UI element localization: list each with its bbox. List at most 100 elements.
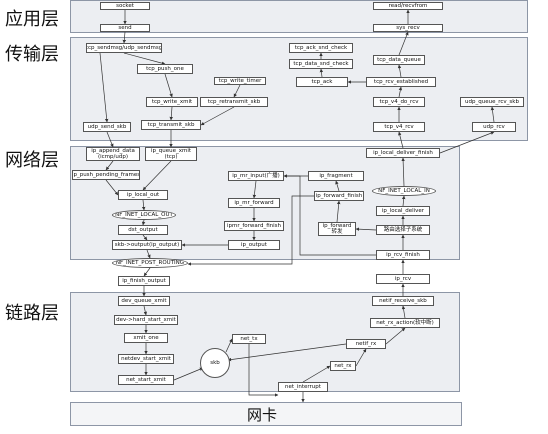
flow-arrow-54 (355, 348, 367, 367)
flow-arrow-49 (173, 367, 204, 381)
node-dst-output: dst_output (118, 225, 168, 235)
node-net-tx: net_tx (232, 334, 266, 344)
node-ip-local-out: ip_local_out (118, 190, 168, 200)
node-tcp-sendmsg: tcp_sendmsg/udp_sendmsg (86, 43, 162, 53)
node-xmit-one: xmit_one (124, 333, 168, 343)
node-socket: socket (100, 2, 150, 10)
flow-arrow-9 (99, 52, 109, 123)
node-routing-select: 路由选择子系统 (376, 225, 430, 235)
flow-arrow-3 (398, 31, 409, 56)
flow-arrow-24 (141, 199, 146, 211)
flow-arrow-30 (252, 180, 257, 199)
flow-arrow-10 (106, 131, 114, 148)
node-ip-output: ip_output (228, 240, 280, 250)
node-tcp-data-queue: tcp_data_queue (373, 55, 425, 65)
flow-arrow-56 (401, 305, 406, 319)
flow-arrow-51 (248, 344, 279, 397)
flow-arrow-41 (401, 195, 406, 207)
node-ip-fragment: ip_fragment (308, 171, 364, 181)
node-tcp-ack-snd-check: tcp_ack_snd_check (289, 43, 353, 53)
layer-transport-label: 传输层 (5, 44, 59, 65)
node-ip-append-data: ip_append_data (icmp/udp) (86, 147, 140, 161)
flow-arrow-5 (164, 73, 173, 98)
node-netif-receive-skb: netif_receive_skb (372, 296, 434, 306)
node-dev-queue-xmit: dev_queue_xmit (118, 296, 170, 306)
node-dev-hard-start-xmit: dev->hard_start_xmit (114, 315, 178, 325)
node-sys-recv: sys_recv (373, 24, 443, 32)
node-tcp-ack: tcp_ack (296, 77, 348, 87)
node-tcp-retransmit-skb: tcp_retransmit_skb (200, 97, 268, 107)
flow-arrow-34 (336, 200, 341, 223)
node-ip-finish-output: ip_finish_output (118, 276, 170, 286)
flow-arrow-27 (146, 249, 151, 259)
flow-arrow-58 (227, 343, 347, 362)
node-skb-output: skb->output(ip_output) (112, 240, 182, 250)
node-tcp-write-timer: tcp_write_timer (214, 77, 266, 85)
node-ip-forward: ip_forward 转发 (318, 222, 356, 236)
node-tcp-data-snd-check: tcp_data_snd_check (289, 59, 353, 69)
node-ip-rcv-finish: ip_rcv_finish (376, 250, 430, 260)
node-send: send (100, 24, 150, 32)
node-ip-local-deliver-finish: ip_local_deliver_finish (366, 148, 440, 158)
flow-arrow-6 (233, 84, 241, 98)
nic-label: 网卡 (247, 406, 278, 424)
node-nf-inet-local-in: NF_INET_LOCAL_IN (372, 186, 436, 196)
flow-arrow-16 (398, 86, 403, 98)
flow-arrow-22 (105, 179, 119, 196)
node-net-interrupt: net_interrupt (278, 382, 328, 392)
flow-arrow-12 (319, 68, 324, 78)
node-ip-mr-forward: ip_mr_forward (228, 198, 280, 208)
node-ip-forward-finish: ip_forward_finish (314, 191, 364, 201)
node-ip-local-deliver: ip_local_deliver (376, 206, 430, 216)
node-tcp-write-xmit: tcp_write_xmit (146, 97, 198, 107)
node-udp-rcv: udp_rcv (472, 122, 516, 132)
node-skb: skb (200, 348, 230, 378)
node-tcp-push-one: tcp_push_one (137, 64, 193, 74)
flow-arrow-1 (122, 31, 127, 44)
node-ip-push-pending-frames: ip_push_pending_frames (72, 170, 140, 180)
node-tcp-transmit-skb: tcp_transmit_skb (141, 120, 201, 130)
flow-arrow-52 (302, 365, 331, 383)
node-udp-send-skb: udp_send_skb (83, 122, 131, 132)
nic-box (70, 402, 462, 426)
flow-arrow-19 (398, 131, 404, 149)
flow-arrow-42 (401, 157, 405, 187)
flow-arrow-45 (143, 305, 148, 316)
flow-arrow-50 (225, 338, 233, 353)
node-tcp-v4-rcv: tcp_v4_rcv (373, 122, 425, 132)
flow-arrow-23 (142, 160, 172, 191)
flow-arrow-21 (105, 160, 114, 171)
node-netif-rx: netif_rx (346, 339, 386, 349)
node-netdev-start-xmit: netdev_start_xmit (118, 354, 174, 364)
layer-app-label: 应用层 (5, 9, 59, 30)
flow-arrow-18 (490, 106, 495, 123)
node-ip-rcv: ip_rcv (376, 274, 430, 284)
node-ipmr-forward-finish: ipmr_forward_finish (224, 221, 284, 231)
flow-arrow-8 (200, 106, 235, 126)
flow-arrow-25 (141, 219, 146, 226)
node-tcp-v4-do-rcv: tcp_v4_do_rcv (373, 97, 425, 107)
node-nf-inet-post-routing: NF_INET_POST_ROUTING (112, 258, 188, 268)
node-net-rx-action: net_rx_action(软中断) (370, 318, 440, 328)
flow-arrow-28 (143, 267, 151, 277)
layer-link-label: 链路层 (5, 303, 59, 324)
flow-arrow-35 (335, 180, 340, 192)
node-tcp-rcv-established: tcp_rcv_established (366, 77, 436, 87)
node-net-start-xmit: net_start_xmit (118, 375, 174, 385)
node-nf-inet-local-out: NF_INET_LOCAL_OUT (112, 210, 176, 220)
flow-arrow-4 (123, 52, 166, 65)
node-udp-queue-rcv-skb: udp_queue_rcv_skb (460, 97, 524, 107)
flow-arrow-37 (187, 195, 314, 266)
node-read-recvfrom: read/recvfrom (373, 2, 443, 10)
flow-arrow-43 (355, 227, 377, 231)
flow-arrow-15 (397, 64, 402, 78)
flow-arrow-7 (169, 106, 173, 121)
flow-arrow-55 (385, 327, 406, 345)
flow-arrow-26 (142, 234, 148, 241)
node-ip-queue-xmit: ip_queue_xmit (tcp) (145, 147, 197, 161)
node-net-rx: net_rx (330, 361, 356, 371)
flow-arrow-44 (283, 174, 376, 256)
layer-network-label: 网络层 (5, 150, 59, 171)
